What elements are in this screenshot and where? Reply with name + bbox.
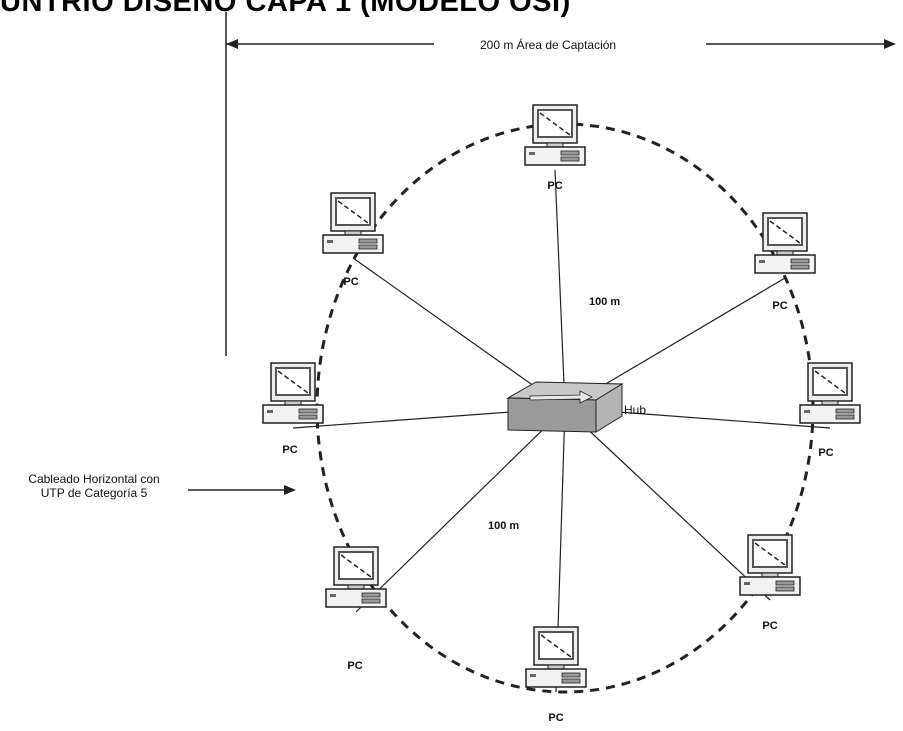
drive-bay-1 xyxy=(776,581,794,585)
drive-bay-1 xyxy=(562,673,580,677)
drive-bay-2 xyxy=(562,679,580,683)
base-unit xyxy=(326,589,386,607)
pc-icon-left xyxy=(263,363,323,423)
base-unit xyxy=(263,405,323,423)
drive-bay-2 xyxy=(359,245,377,249)
cable-pc-top xyxy=(555,170,565,408)
drive-bay-1 xyxy=(836,409,854,413)
pc-icon-top xyxy=(525,105,585,165)
catchment-area-label: 200 m Área de Captación xyxy=(480,38,616,52)
pc-label-bottom-right: PC xyxy=(762,620,777,632)
hub-front xyxy=(508,398,596,432)
pc-label-bottom-left: PC xyxy=(347,660,362,672)
drive-bay-2 xyxy=(836,415,854,419)
drive-bay-2 xyxy=(791,265,809,269)
pc-label-top-right: PC xyxy=(772,300,787,312)
cabling-caption-line-1: Cableado Horizontal con xyxy=(4,472,184,486)
pc-label-top-left: PC xyxy=(343,276,358,288)
power-light xyxy=(744,582,750,585)
base-unit xyxy=(323,235,383,253)
drive-bay-1 xyxy=(791,259,809,263)
pc-icon-bottom xyxy=(526,627,586,687)
pc-icon-right xyxy=(800,363,860,423)
drive-bay-1 xyxy=(299,409,317,413)
drive-bay-1 xyxy=(359,239,377,243)
base-unit xyxy=(525,147,585,165)
pc-icon-bottom-right xyxy=(740,535,800,595)
arrowhead-right xyxy=(884,39,896,49)
power-light xyxy=(804,410,810,413)
power-light xyxy=(330,594,336,597)
power-light xyxy=(327,240,333,243)
drive-bay-2 xyxy=(776,587,794,591)
arrowhead-left xyxy=(226,39,238,49)
base-unit xyxy=(755,255,815,273)
drive-bay-2 xyxy=(362,599,380,603)
hub-label: Hub xyxy=(624,403,646,417)
pc-label-left: PC xyxy=(282,444,297,456)
pc-label-right: PC xyxy=(818,447,833,459)
pc-icon-top-left xyxy=(323,193,383,253)
cabling-caption: Cableado Horizontal con UTP de Categoría… xyxy=(4,472,184,500)
drive-bay-2 xyxy=(561,157,579,161)
power-light xyxy=(529,152,535,155)
pc-label-top: PC xyxy=(547,180,562,192)
pc-label-bottom: PC xyxy=(548,712,563,724)
cable-pc-bottom-right xyxy=(565,408,770,600)
pc-icon-bottom-left xyxy=(326,547,386,607)
drive-bay-2 xyxy=(299,415,317,419)
distance-label-lower: 100 m xyxy=(488,520,519,532)
drive-bay-1 xyxy=(561,151,579,155)
power-light xyxy=(267,410,273,413)
pc-icon-top-right xyxy=(755,213,815,273)
base-unit xyxy=(526,669,586,687)
base-unit xyxy=(800,405,860,423)
power-light xyxy=(759,260,765,263)
caption-arrowhead xyxy=(284,485,296,495)
page-title: UNTRIO DISEÑO CAPA 1 (MODELO OSI) xyxy=(0,0,571,19)
cable-pc-bottom-left xyxy=(356,408,565,612)
base-unit xyxy=(740,577,800,595)
distance-label-upper: 100 m xyxy=(589,296,620,308)
power-light xyxy=(530,674,536,677)
cabling-caption-line-2: UTP de Categoría 5 xyxy=(4,486,184,500)
drive-bay-1 xyxy=(362,593,380,597)
